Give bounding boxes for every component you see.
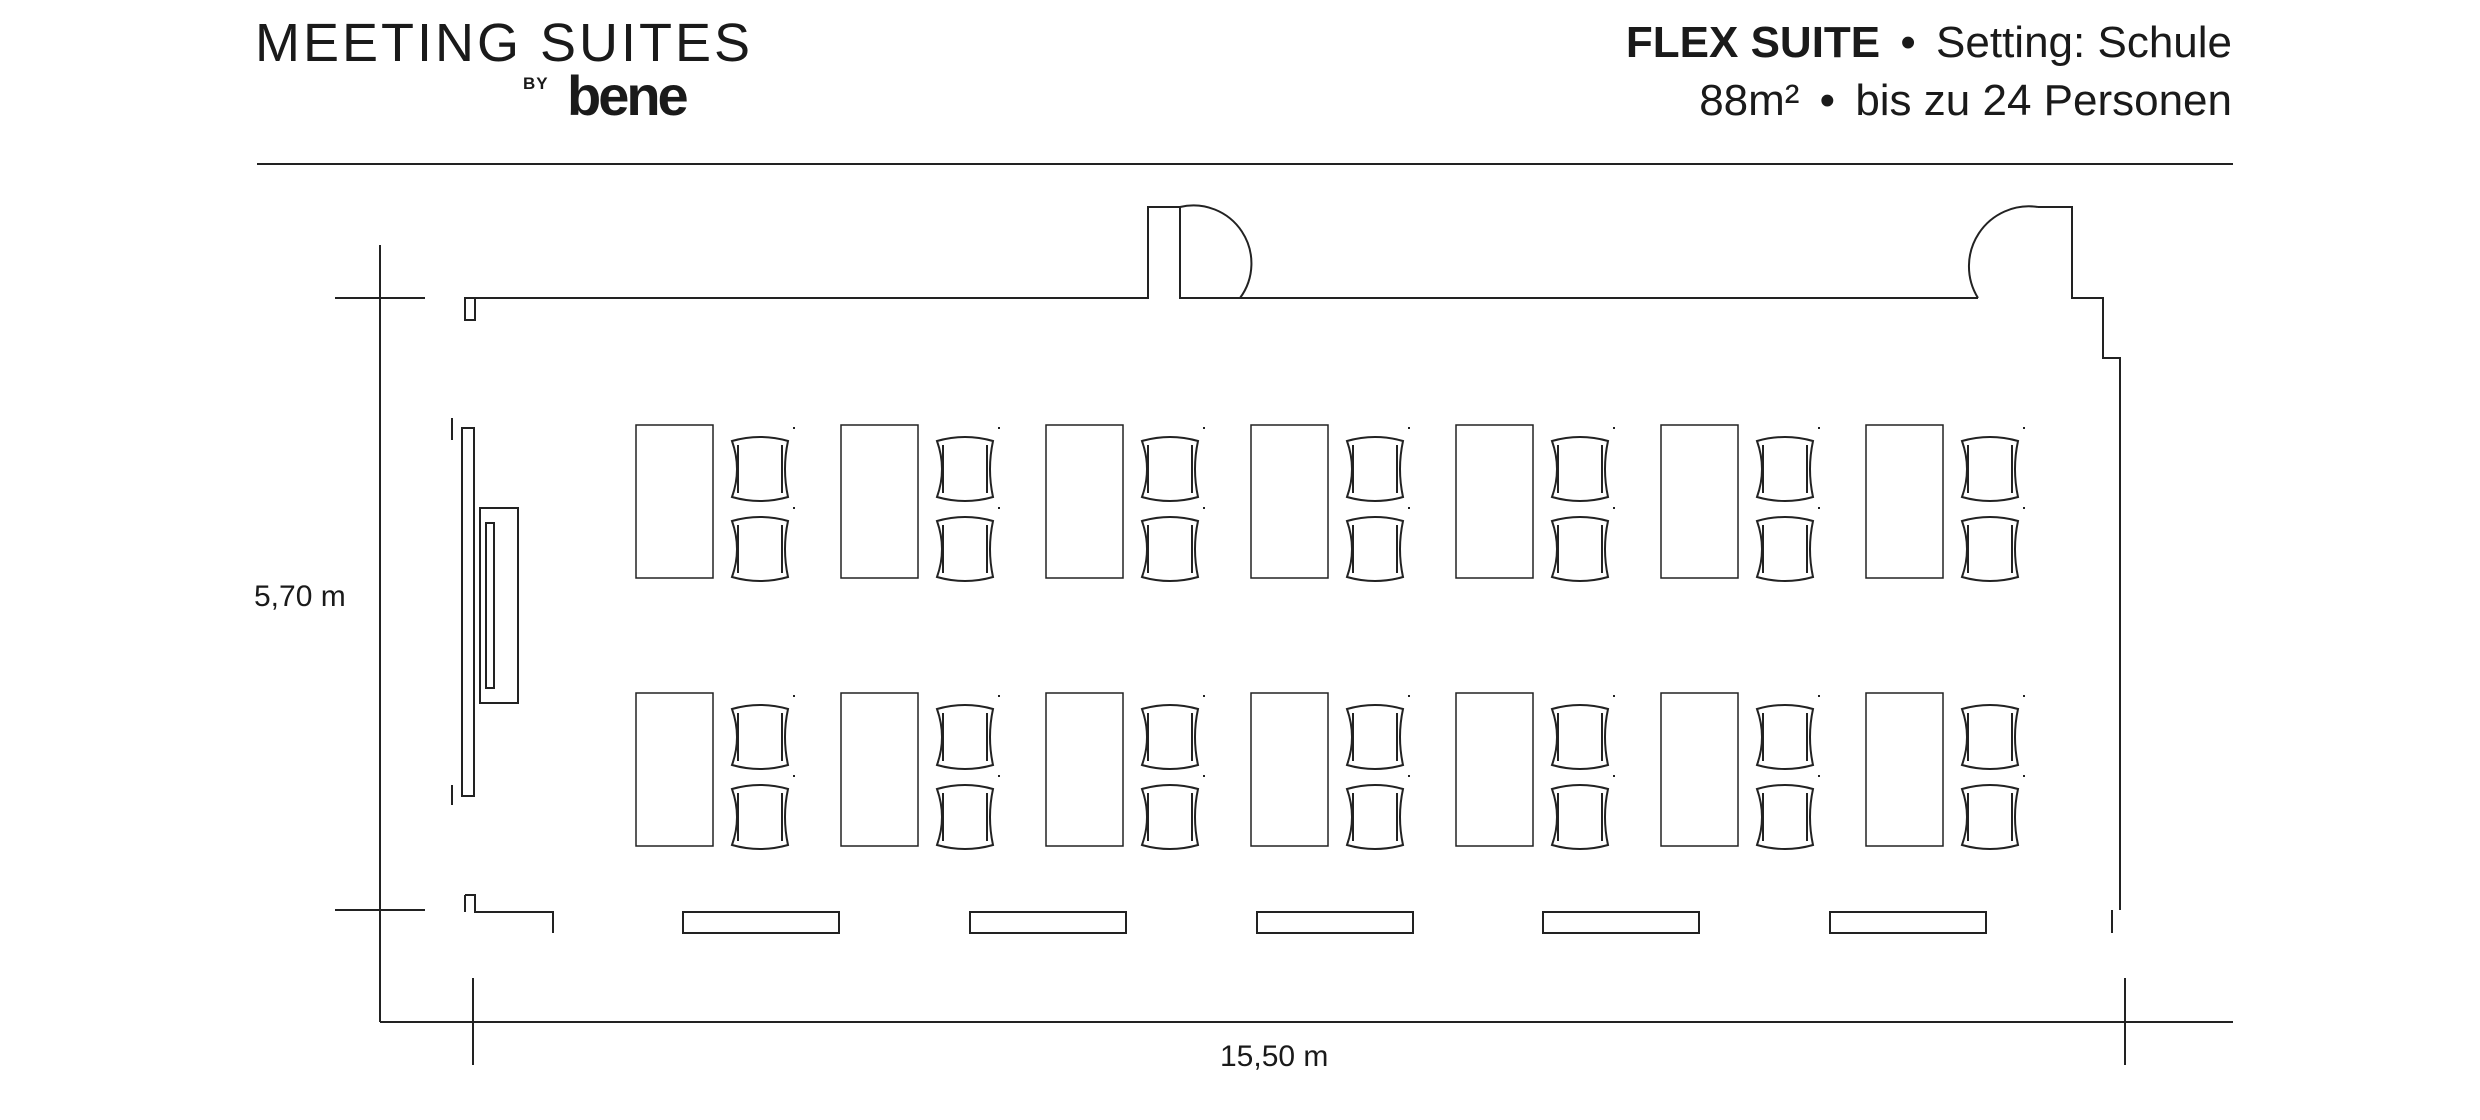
suite-title-line: FLEX SUITE • Setting: Schule	[1626, 14, 2232, 72]
chair	[1140, 507, 1205, 582]
chair	[1960, 775, 2025, 850]
suite-name: FLEX SUITE	[1625, 18, 1881, 67]
chair	[1140, 775, 1205, 850]
chair	[1550, 775, 1615, 850]
table	[1250, 424, 1329, 579]
chair	[1550, 427, 1615, 502]
chair	[935, 695, 1000, 770]
suite-info: FLEX SUITE • Setting: Schule 88m² • bis …	[1626, 14, 2232, 130]
table	[1045, 692, 1124, 847]
chair	[1345, 775, 1410, 850]
chair	[1345, 695, 1410, 770]
table	[1455, 424, 1534, 579]
brand-by: BY	[523, 74, 549, 93]
table	[1045, 424, 1124, 579]
chair	[1140, 427, 1205, 502]
table	[1660, 424, 1739, 579]
table	[635, 692, 714, 847]
chair	[1960, 695, 2025, 770]
dimension-lines	[335, 245, 2233, 1065]
area: 88m²	[1699, 76, 1800, 125]
capacity: bis zu 24 Personen	[1855, 76, 2232, 125]
chair	[1755, 695, 1820, 770]
chair	[1550, 507, 1615, 582]
presentation-board	[451, 418, 519, 805]
brand-title: MEETING SUITES	[255, 13, 754, 73]
chair	[1345, 427, 1410, 502]
chair	[730, 775, 795, 850]
chair	[1140, 695, 1205, 770]
table	[635, 424, 714, 579]
brand-logo: MEETING SUITES BY bene	[255, 12, 750, 127]
chair	[935, 427, 1000, 502]
table	[1455, 692, 1534, 847]
table	[1865, 692, 1944, 847]
table	[1660, 692, 1739, 847]
chair	[1960, 507, 2025, 582]
width-dimension-label: 15,50 m	[1220, 1040, 1329, 1073]
chair	[1755, 507, 1820, 582]
bullet: •	[1900, 18, 1916, 67]
chair	[1755, 427, 1820, 502]
brand-wordmark: bene	[567, 64, 689, 127]
chair	[1550, 695, 1615, 770]
chair	[1755, 775, 1820, 850]
wall-top	[464, 204, 2121, 910]
chair	[935, 775, 1000, 850]
chair	[1345, 507, 1410, 582]
chair	[935, 507, 1000, 582]
wall-bottom	[464, 894, 2113, 934]
header-divider	[257, 163, 2233, 165]
bullet: •	[1819, 76, 1836, 125]
chair	[730, 695, 795, 770]
table	[1865, 424, 1944, 579]
table	[840, 692, 919, 847]
furniture	[635, 424, 2025, 850]
table	[840, 424, 919, 579]
chair	[730, 507, 795, 582]
chair	[1960, 427, 2025, 502]
table	[1250, 692, 1329, 847]
setting: Setting: Schule	[1936, 18, 2232, 67]
height-dimension-label: 5,70 m	[254, 580, 346, 613]
suite-details-line: 88m² • bis zu 24 Personen	[1626, 72, 2232, 130]
chair	[730, 427, 795, 502]
